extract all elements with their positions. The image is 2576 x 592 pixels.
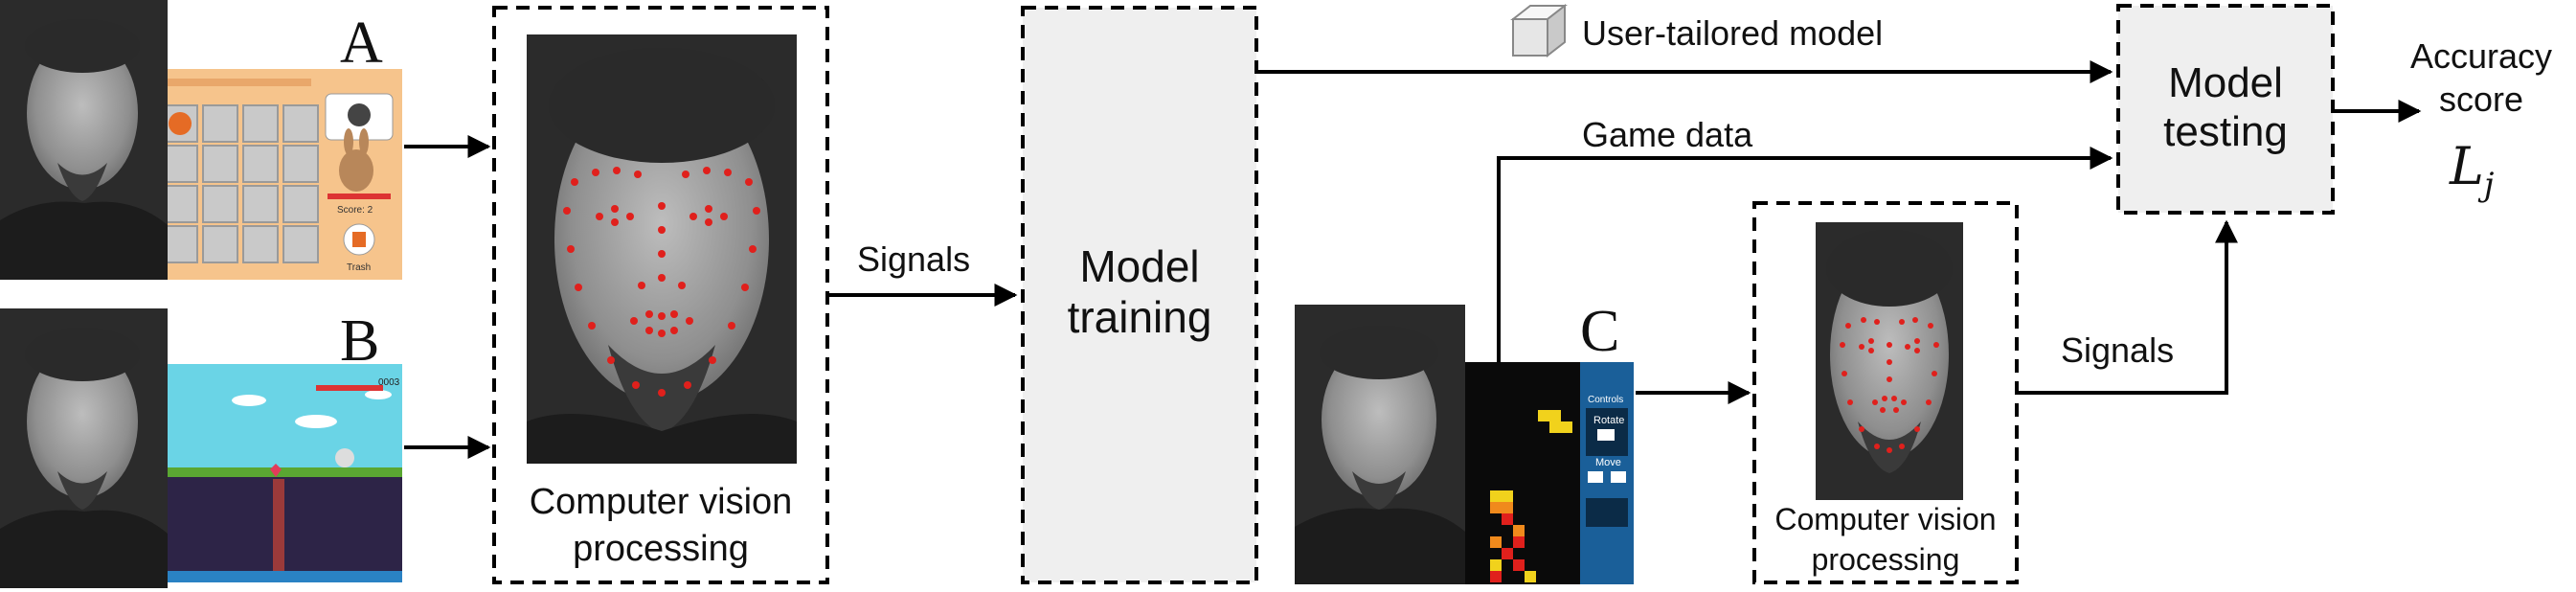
panel-letter-a: A [340, 11, 383, 76]
training-box [1021, 6, 1258, 584]
arrow-signals-right [2019, 219, 2238, 395]
accuracy-symbol-base: L [2450, 136, 2484, 196]
panel-letter-b: B [340, 308, 380, 374]
face-photo-a [0, 0, 168, 280]
landmarks-left [563, 167, 760, 397]
cv-right-caption: Computer vision processing [1756, 500, 2015, 580]
accuracy-symbol: Lj [2450, 136, 2494, 204]
game-data-label: Game data [1582, 115, 1753, 154]
game-b-screenshot [153, 364, 402, 582]
accuracy-symbol-sub: j [2483, 165, 2495, 204]
landmarks-right [1840, 317, 1939, 453]
testing-label: Model testing [2118, 59, 2333, 156]
training-label: Model training [1023, 241, 1256, 343]
testing-box [2116, 4, 2335, 215]
game-b-counter: 0003 [378, 377, 400, 388]
cv-face-right [1816, 222, 1963, 500]
cv-left-line2: processing [573, 529, 749, 570]
training-line1: Model [1079, 241, 1200, 291]
cv-right-line2: processing [1811, 541, 1960, 577]
tetris-screenshot [1465, 362, 1634, 584]
accuracy-label: Accuracy score [2390, 34, 2572, 121]
cube-icon [1510, 3, 1568, 58]
face-photo-b [0, 308, 168, 588]
cv-left-caption: Computer vision processing [498, 479, 824, 574]
game-a-trash: Trash [347, 262, 371, 273]
user-model-label: User-tailored model [1582, 13, 1884, 53]
testing-line1: Model [2168, 59, 2283, 106]
training-line2: training [1067, 291, 1212, 342]
cv-right-line1: Computer vision [1774, 502, 1997, 536]
face-photo-c [1295, 305, 1465, 584]
accuracy-line1: Accuracy [2409, 36, 2553, 76]
game-a-score: Score: 2 [337, 205, 373, 216]
testing-line2: testing [2163, 107, 2288, 155]
tetris-rotate: Rotate [1593, 415, 1624, 426]
arrow-game-data [1497, 147, 2113, 362]
tetris-move: Move [1595, 457, 1621, 468]
signals-label-right: Signals [2061, 330, 2175, 370]
signals-label-left: Signals [857, 239, 971, 279]
game-a-screenshot [153, 69, 402, 280]
panel-letter-c: C [1580, 299, 1620, 364]
tetris-controls: Controls [1588, 395, 1623, 405]
accuracy-line2: score [2438, 80, 2524, 119]
cv-left-line1: Computer vision [529, 482, 793, 522]
